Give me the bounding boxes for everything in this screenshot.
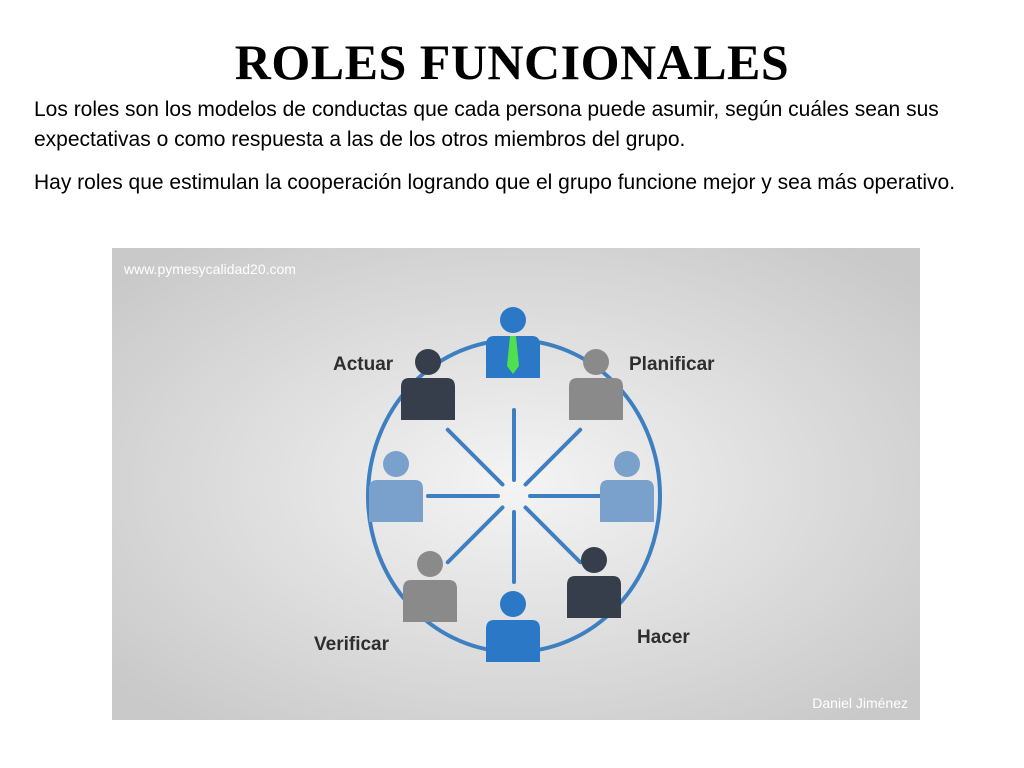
person-icon-top-left xyxy=(401,349,455,420)
person-icon-bottom-right xyxy=(567,547,621,618)
roles-diagram: www.pymesycalidad20.com Daniel Jiménez A… xyxy=(112,248,920,720)
person-icon-bottom xyxy=(486,591,540,662)
label-planificar: Planificar xyxy=(629,354,715,375)
person-icon-bottom-left xyxy=(403,551,457,622)
people-group xyxy=(369,307,654,662)
spoke-sw xyxy=(445,505,505,565)
spoke-ne xyxy=(523,427,583,487)
roles-diagram-svg: www.pymesycalidad20.com Daniel Jiménez A… xyxy=(112,248,920,720)
label-verificar: Verificar xyxy=(314,634,390,655)
person-icon-left xyxy=(369,451,423,522)
watermark-bottom: Daniel Jiménez xyxy=(812,695,908,711)
spoke-se xyxy=(523,505,583,565)
person-icon-right xyxy=(600,451,654,522)
slide-title: ROLES FUNCIONALES xyxy=(234,34,790,90)
tie-icon xyxy=(507,336,519,374)
paragraph-cooperation: Hay roles que estimulan la cooperación l… xyxy=(34,171,956,194)
label-actuar: Actuar xyxy=(333,354,394,375)
label-hacer: Hacer xyxy=(637,627,690,648)
person-icon-top-right xyxy=(569,349,623,420)
watermark-top: www.pymesycalidad20.com xyxy=(123,261,296,277)
spoke-nw xyxy=(445,427,505,487)
person-icon-top xyxy=(486,307,540,378)
connection-spokes xyxy=(426,408,602,584)
paragraph-roles-definition: Los roles son los modelos de conductas q… xyxy=(34,98,939,151)
